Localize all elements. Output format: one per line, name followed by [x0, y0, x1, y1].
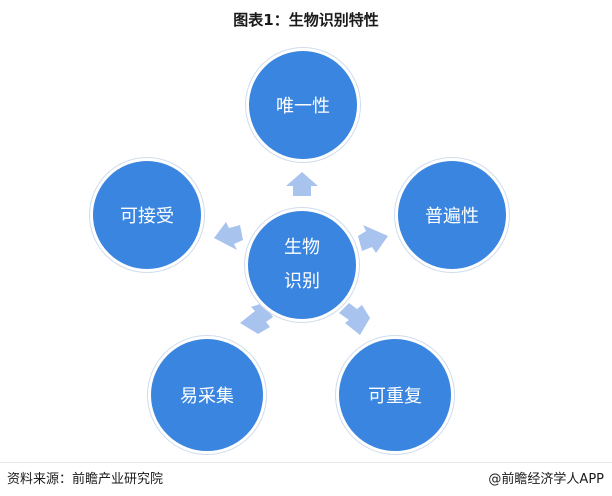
node-biometrics-center: 生物 识别 [245, 208, 359, 322]
node-collectability-label: 易采集 [180, 386, 234, 407]
arrow-down-left-icon [240, 303, 273, 334]
node-repeatability: 可重复 [336, 336, 454, 454]
center-label-line2: 识别 [284, 271, 320, 292]
node-acceptability: 可接受 [90, 158, 204, 272]
arrow-down-right-icon [339, 303, 370, 335]
arrow-left-icon [214, 222, 243, 250]
node-universality: 普遍性 [395, 158, 509, 272]
arrow-up-icon [286, 172, 318, 196]
center-label-line1: 生物 [284, 237, 320, 258]
node-universality-label: 普遍性 [425, 206, 479, 227]
footer-divider [0, 462, 612, 463]
node-acceptability-label: 可接受 [120, 206, 174, 227]
figure-title: 图表1：生物识别特性 [233, 11, 379, 29]
node-collectability: 易采集 [148, 336, 266, 454]
node-uniqueness: 唯一性 [246, 48, 360, 162]
brand-credit: @前瞻经济学人APP [488, 472, 604, 487]
arrow-right-icon [358, 225, 388, 253]
node-uniqueness-label: 唯一性 [276, 96, 330, 117]
source-note: 资料来源：前瞻产业研究院 [7, 472, 164, 487]
node-repeatability-label: 可重复 [368, 386, 422, 407]
